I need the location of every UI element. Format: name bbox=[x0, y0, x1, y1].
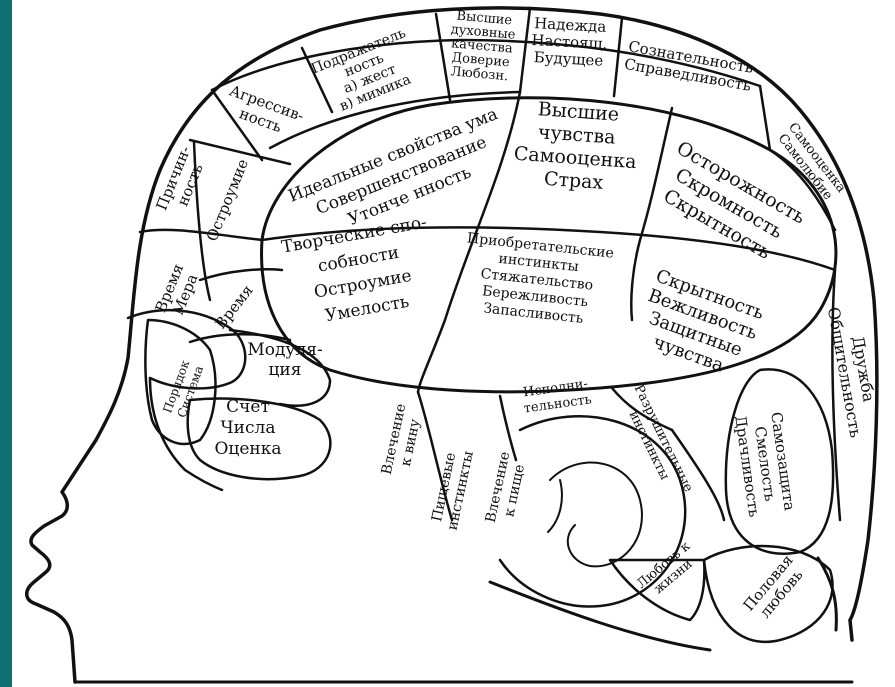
divider-prich-2 bbox=[192, 140, 212, 302]
region-label-line: Остроумие bbox=[203, 156, 252, 244]
region-label-lyubov-zhizni: Любовь кжизни bbox=[634, 539, 703, 603]
region-label-ispolnitelnost: Исполни-тельность bbox=[521, 376, 593, 416]
region-label-priobretatelskie: ПриобретательскиеинстинктыСтяжательствоБ… bbox=[459, 230, 614, 329]
region-label-podrazhatelnost: Подражательностьа) жеств) мимика bbox=[309, 25, 425, 119]
divider-prich-1 bbox=[138, 228, 264, 242]
ear-outer bbox=[498, 415, 687, 608]
region-label-ostorozhnost: ОсторожностьСкромностьСкрытность bbox=[649, 137, 809, 270]
region-label-line: Высшие bbox=[456, 9, 513, 29]
divider-crown-2 bbox=[434, 12, 452, 102]
region-label-line: Модуля- bbox=[247, 340, 322, 360]
lyubov-region bbox=[608, 558, 706, 622]
region-label-modulyatsiya: Модуля-ция bbox=[247, 340, 322, 380]
divider-crown-3 bbox=[518, 6, 532, 94]
divider-lower-3 bbox=[610, 386, 674, 432]
region-label-line: ция bbox=[269, 360, 302, 380]
schet-region bbox=[186, 397, 332, 481]
divider-oval-horizontal bbox=[260, 226, 837, 272]
region-label-line: Любозн. bbox=[450, 64, 509, 84]
region-label-vremya: Время bbox=[211, 281, 256, 332]
divider-vremya-1 bbox=[198, 268, 284, 282]
region-label-line: Настоящ. bbox=[531, 31, 608, 53]
head-outline bbox=[25, 6, 879, 684]
region-label-polovaya: Половаялюбовь bbox=[740, 551, 810, 625]
divider-lower-2 bbox=[498, 394, 518, 462]
region-label-vlechenie-vinu: Влечениек вину bbox=[379, 402, 426, 479]
brain-oval bbox=[260, 96, 838, 394]
divider-agr-1 bbox=[188, 138, 292, 166]
region-label-line: Числа bbox=[221, 418, 276, 438]
region-label-tvorcheskie: Творческие спо-собностиОстроумиеУмелость bbox=[280, 212, 441, 331]
neck-line bbox=[488, 580, 712, 652]
divider-crown-5 bbox=[758, 84, 772, 152]
poryadok-region bbox=[144, 318, 217, 446]
divider-crown-4 bbox=[612, 16, 624, 98]
region-label-skrytnost: СкрытностьВежливостьЗащитныечувства bbox=[631, 265, 768, 383]
region-label-agressivnost: Агрессив-ность bbox=[221, 82, 307, 143]
region-label-line: Оценка bbox=[214, 439, 281, 459]
divider-right-1 bbox=[768, 148, 837, 232]
region-label-line: Страх bbox=[543, 168, 604, 194]
crown-band-inner bbox=[210, 38, 762, 92]
divider-agr-2 bbox=[210, 88, 264, 162]
region-label-ostroumie-left: Остроумие bbox=[203, 156, 252, 244]
region-label-soznatelnost: СознательностьСправедливость bbox=[623, 37, 756, 95]
region-label-nadezhda: НадеждаНастоящ.Будущее bbox=[530, 14, 609, 70]
eye-socket bbox=[126, 308, 247, 390]
region-label-line: Время bbox=[211, 281, 256, 332]
eye-lid bbox=[148, 376, 224, 492]
region-label-line: Самооценка bbox=[513, 143, 637, 174]
divider-oval-vertical-2 bbox=[630, 106, 674, 322]
region-label-vlechenie-pishche: Влечениек пище bbox=[483, 450, 530, 527]
region-label-line: качества bbox=[450, 36, 513, 56]
region-label-samozashchita: СамозащитаСмелостьДрачливость bbox=[731, 409, 799, 518]
crown-band-lower bbox=[268, 90, 522, 150]
region-label-line: Доверие bbox=[451, 50, 510, 70]
region-label-vysshie-dukhovnye: ВысшиедуховныекачестваДовериеЛюбозн. bbox=[446, 8, 517, 84]
region-label-vysshie-chuvstva: ВысшиечувстваСамооценкаСтрах bbox=[512, 97, 641, 196]
divider-crown-1 bbox=[300, 46, 334, 114]
side-accent-bar bbox=[0, 0, 12, 687]
region-label-prichinnost: Причин-ность bbox=[152, 143, 211, 219]
region-label-line: Надежда bbox=[534, 14, 607, 36]
region-label-line: духовные bbox=[450, 22, 516, 43]
polovaya-region bbox=[702, 544, 834, 643]
divider-modul bbox=[228, 328, 332, 407]
ear-lobe bbox=[547, 479, 563, 533]
divider-lower-4 bbox=[670, 428, 726, 522]
ear-inner bbox=[549, 461, 643, 568]
divider-druzhba bbox=[831, 268, 842, 522]
region-label-line: Будущее bbox=[533, 48, 604, 70]
region-label-razrushitelnye: Разрушительныеинстинкты bbox=[616, 382, 695, 501]
region-label-line: чувства bbox=[537, 121, 616, 148]
divider-oval-vertical-1 bbox=[416, 90, 522, 394]
divider-lower-1 bbox=[416, 390, 454, 522]
region-label-line: Счет bbox=[226, 397, 270, 417]
